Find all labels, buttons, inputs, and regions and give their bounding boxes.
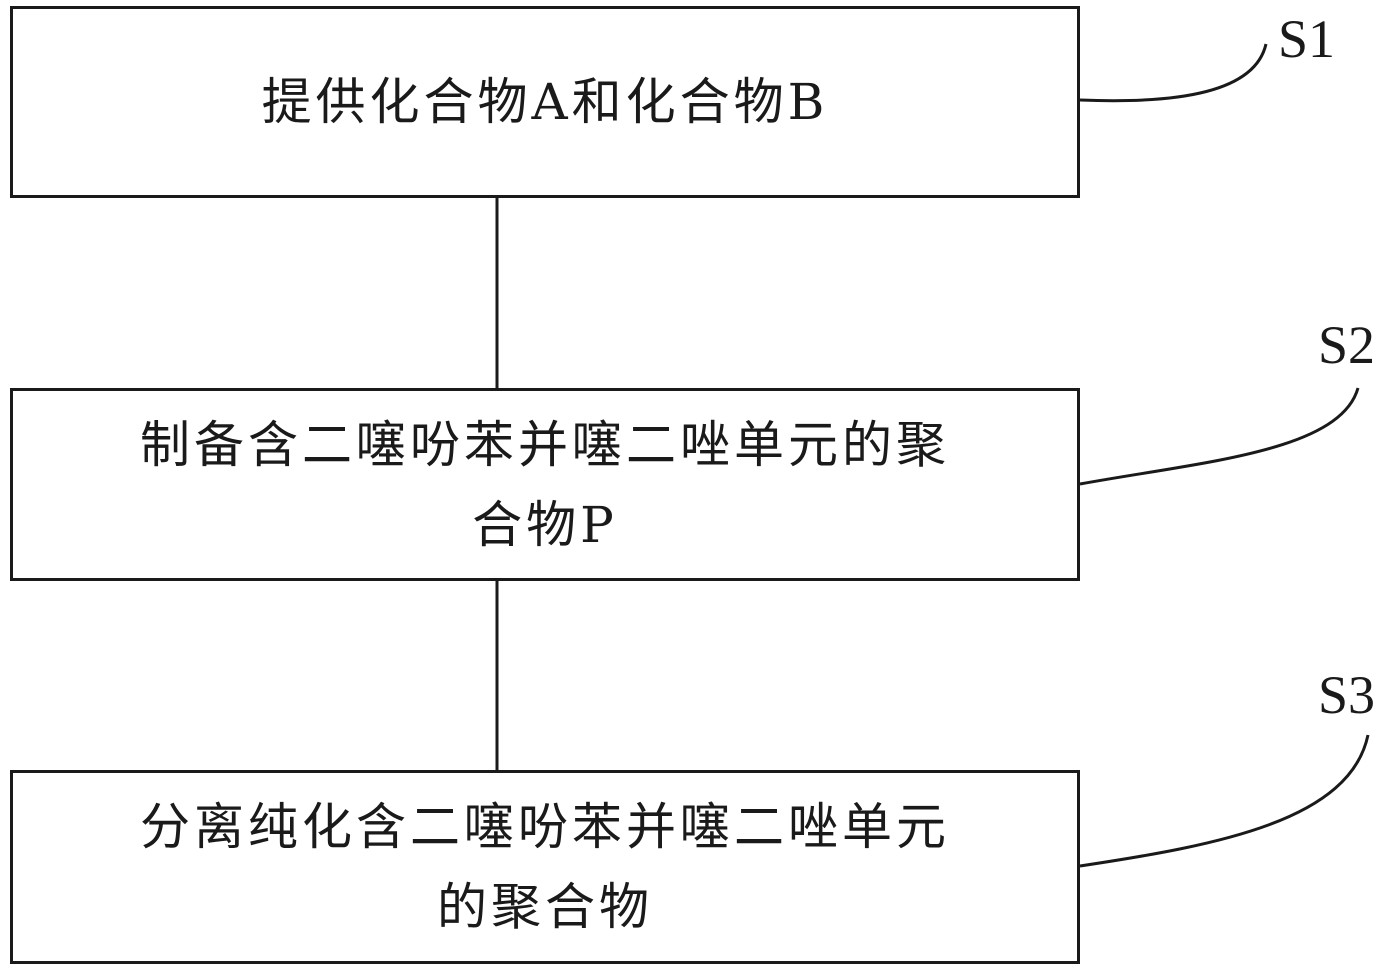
step-s1-line-1: 提供化合物A和化合物B — [262, 62, 829, 142]
step-tag-s1: S1 — [1278, 12, 1335, 66]
step-box-s2: 制备含二噻吩苯并噻二唑单元的聚 合物P — [10, 388, 1080, 581]
leader-s2 — [1080, 388, 1358, 484]
step-tag-s3: S3 — [1318, 668, 1375, 722]
step-s3-line-1: 分离纯化含二噻吩苯并噻二唑单元 — [140, 787, 950, 867]
leader-s1 — [1080, 44, 1266, 101]
step-s2-line-2: 合物P — [472, 485, 618, 565]
leader-s3 — [1080, 735, 1368, 866]
step-box-s1: 提供化合物A和化合物B — [10, 6, 1080, 198]
step-box-s3: 分离纯化含二噻吩苯并噻二唑单元 的聚合物 — [10, 770, 1080, 964]
step-s3-line-2: 的聚合物 — [437, 867, 653, 947]
step-s2-line-1: 制备含二噻吩苯并噻二唑单元的聚 — [140, 405, 950, 485]
step-tag-s2: S2 — [1318, 318, 1375, 372]
